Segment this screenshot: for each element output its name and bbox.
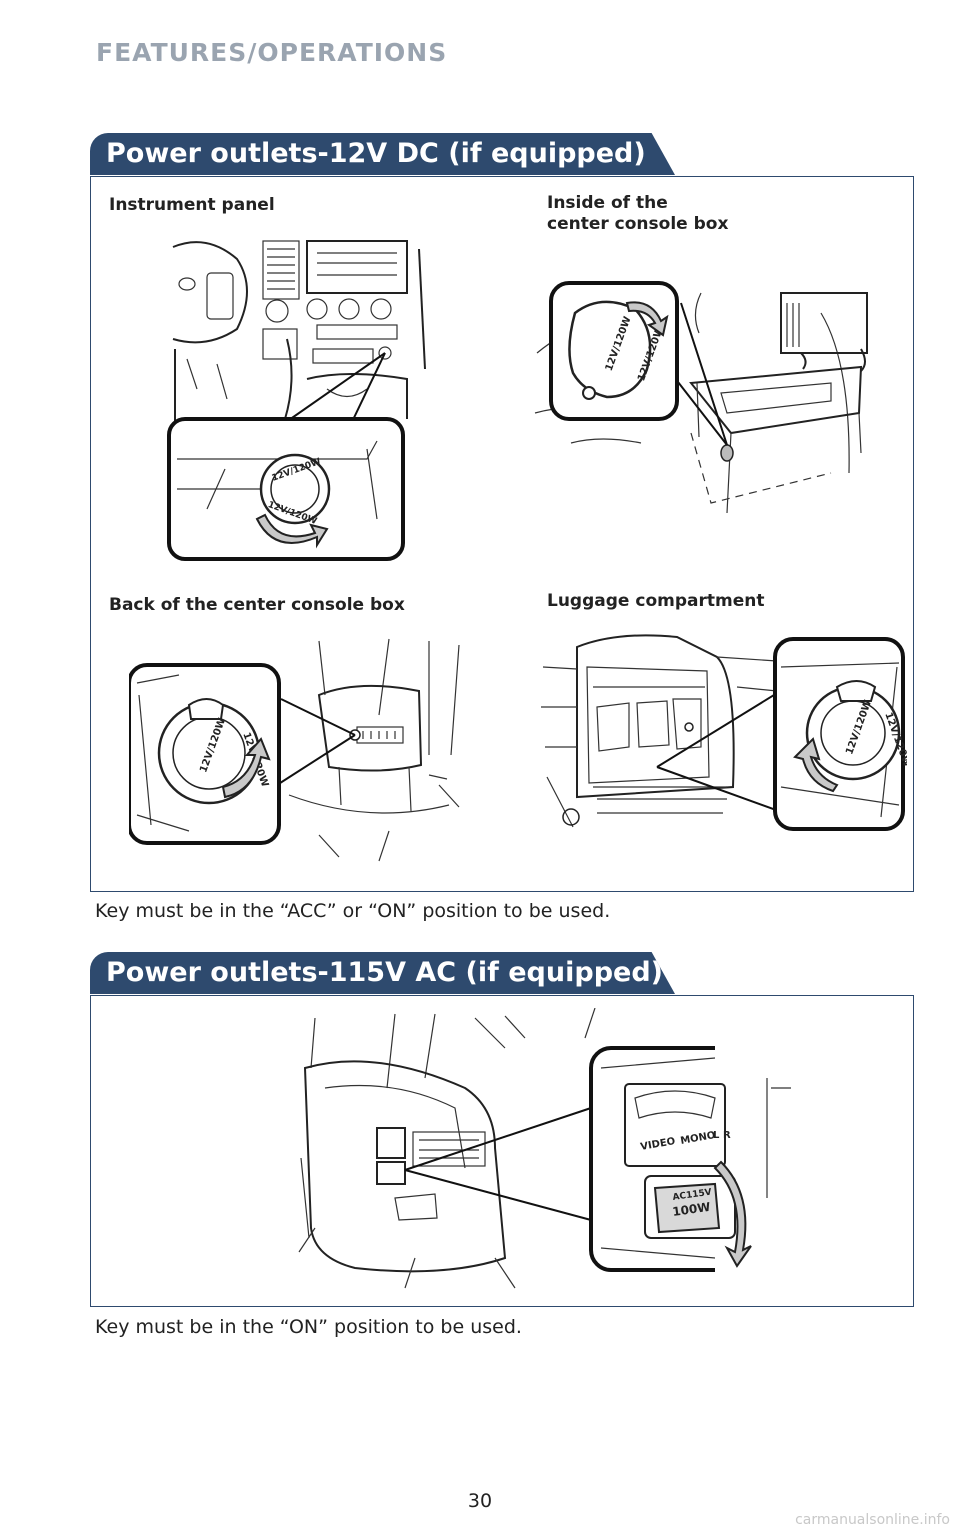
ac-engrave-bottom: 100W	[671, 1200, 711, 1219]
rotate-arrow-icon	[255, 513, 329, 549]
ac-usage-note: Key must be in the “ON” position to be u…	[95, 1316, 522, 1338]
dc-usage-note: Key must be in the “ACC” or “ON” positio…	[95, 900, 611, 922]
back-console-illustration: 12V/120W 12V/120W	[129, 638, 460, 862]
inside-console-illustration: 12V/120W 12V/120W	[534, 281, 868, 514]
rotate-arrow-icon-2	[625, 301, 669, 337]
instrument-panel-illustration: 12V/120W 12V/120W	[167, 240, 426, 561]
rotate-arrow-icon-4	[793, 737, 839, 793]
av-label-video: VIDEO	[640, 1136, 676, 1153]
rotate-arrow-icon-3	[221, 737, 271, 799]
ac-section-title: Power outlets-115V AC (if equipped)	[90, 952, 675, 994]
section-title: FEATURES/OPERATIONS	[96, 38, 448, 67]
label-luggage: Luggage compartment	[547, 591, 765, 611]
luggage-illustration: 12V/120W 12V/120W	[541, 634, 907, 831]
av-label-mono: MONO	[680, 1130, 717, 1147]
label-inside-console-1: Inside of the	[547, 193, 668, 213]
dc-illustration-panel: Instrument panel Inside of the center co…	[90, 176, 914, 892]
label-inside-console-2: center console box	[547, 214, 729, 234]
watermark: carmanualsonline.info	[795, 1512, 950, 1528]
page-number: 30	[467, 1490, 493, 1512]
label-back-console: Back of the center console box	[109, 595, 405, 615]
av-label-l: L	[713, 1130, 720, 1141]
dc-section-title: Power outlets-12V DC (if equipped)	[90, 133, 675, 175]
label-instrument-panel: Instrument panel	[109, 195, 275, 215]
av-label-r: R	[723, 1130, 731, 1141]
ac-illustration-panel: VIDEO MONO L R AC115V 100W	[90, 995, 914, 1307]
ac-outlet-callout-detail: VIDEO MONO L R AC115V 100W	[624, 1078, 791, 1268]
open-cover-arrow-icon	[713, 1160, 752, 1268]
